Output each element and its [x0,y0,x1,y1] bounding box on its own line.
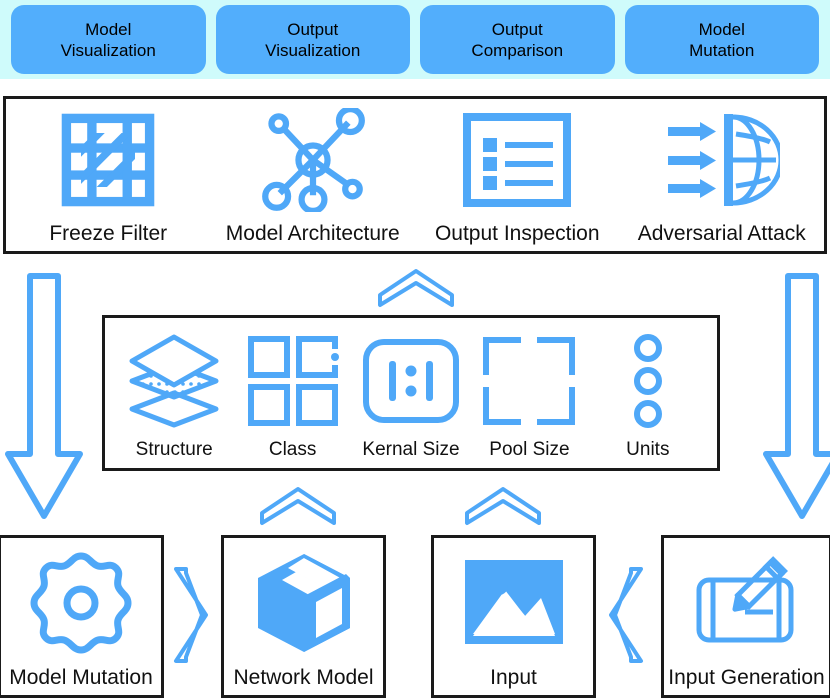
gear-icon [1,538,161,665]
param-item-structure[interactable]: Structure [115,324,233,464]
stage-box-input[interactable]: Input [431,535,596,698]
units-circles-icon [625,324,671,438]
feature-item-freeze-filter[interactable]: Freeze Filter [6,99,211,251]
tab-label-line1: Model [698,19,745,39]
feature-item-adversarial-attack[interactable]: Adversarial Attack [620,99,825,251]
freeze-filter-icon [56,99,160,221]
param-item-kernal-size[interactable]: Kernal Size [352,324,470,464]
stage-label: Input [490,666,537,689]
param-label: Pool Size [489,439,570,460]
image-icon [434,538,593,665]
chevron-left-icon [605,565,647,670]
adversarial-attack-icon [664,99,780,221]
tab-output-comparison[interactable]: Output Comparison [420,5,615,74]
tab-label-line2: Visualization [265,40,361,60]
cube-box-icon [224,538,383,665]
param-label: Units [626,439,670,460]
chevron-up-icon-right [463,485,543,532]
stage-label: Network Model [233,666,374,689]
stage-label: Input Generation [668,666,825,689]
tab-label-line2: Visualization [60,40,156,60]
stage-box-network-model[interactable]: Network Model [221,535,386,698]
arrow-down-left [4,272,84,525]
mutation-parameter-row: Structure Class [105,318,717,468]
grid-quadrant-icon [247,324,339,438]
feature-label: Model Architecture [225,222,400,245]
kernel-size-icon [361,324,461,438]
feature-label: Output Inspection [434,222,600,245]
tab-label-line1: Output [287,19,339,39]
param-item-units[interactable]: Units [589,324,707,464]
tablet-pencil-icon [664,538,829,665]
output-inspection-icon [461,99,573,221]
feature-panel: Freeze Filter [3,96,827,254]
tab-label-line1: Output [491,19,543,39]
tab-strip: Model Visualization Output Visualization… [0,0,830,79]
tab-label-line2: Comparison [471,40,564,60]
mutation-parameter-panel: Structure Class [102,315,720,471]
tab-label-line2: Mutation [689,40,755,60]
arrow-down-right [762,272,830,525]
pool-size-icon [481,324,577,438]
chevron-up-icon-top [376,267,456,314]
tab-label-line1: Model [85,19,132,39]
chevron-right-icon [170,565,212,670]
stage-label: Model Mutation [9,666,153,689]
param-label: Kernal Size [362,439,460,460]
feature-label: Adversarial Attack [637,222,806,245]
chevron-up-icon-left [258,485,338,532]
param-item-class[interactable]: Class [233,324,351,464]
stage-box-input-generation[interactable]: Input Generation [661,535,830,698]
param-label: Structure [135,439,213,460]
model-architecture-icon [259,99,367,221]
stage-box-model-mutation[interactable]: Model Mutation [0,535,164,698]
param-label: Class [268,439,317,460]
layers-icon [124,324,224,438]
feature-panel-row: Freeze Filter [6,99,824,251]
tab-model-mutation[interactable]: Model Mutation [624,5,819,74]
feature-item-output-inspection[interactable]: Output Inspection [415,99,620,251]
tab-model-visualization[interactable]: Model Visualization [11,5,206,74]
feature-label: Freeze Filter [49,222,168,245]
param-item-pool-size[interactable]: Pool Size [470,324,588,464]
feature-item-model-architecture[interactable]: Model Architecture [211,99,416,251]
tab-output-visualization[interactable]: Output Visualization [215,5,410,74]
